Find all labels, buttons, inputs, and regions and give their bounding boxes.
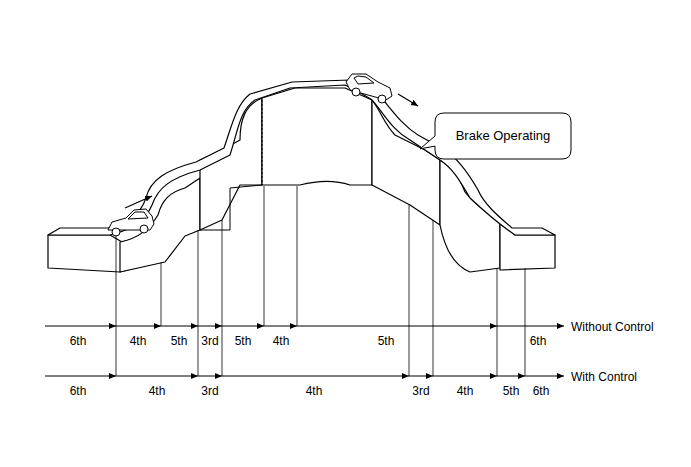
gear-label: 6th	[532, 384, 551, 398]
motion-arrow	[398, 94, 418, 106]
row-title: Without Control	[570, 320, 655, 334]
car-icon	[108, 209, 154, 236]
callout-bubble: Brake Operating	[435, 113, 571, 159]
callout-shape	[420, 113, 571, 159]
gear-label: 5th	[234, 334, 253, 348]
timeline-arrow	[45, 326, 564, 376]
gear-label: 4th	[129, 334, 148, 348]
gear-label: 6th	[69, 334, 88, 348]
gear-label: 3rd	[411, 384, 430, 398]
gear-label: 6th	[529, 334, 548, 348]
gear-label: 5th	[377, 334, 396, 348]
gear-label: 6th	[69, 384, 88, 398]
gear-label: 5th	[502, 384, 521, 398]
road-edge	[200, 185, 262, 230]
guide-line	[116, 186, 525, 376]
callout-text: Brake Operating	[456, 128, 551, 144]
gear-label: 4th	[148, 384, 167, 398]
gear-label: 3rd	[200, 384, 219, 398]
car-icon	[346, 74, 392, 103]
road-edge	[262, 100, 263, 185]
gear-label: 5th	[170, 334, 189, 348]
gear-label: 4th	[305, 384, 324, 398]
row-title: With Control	[570, 370, 638, 384]
gear-label: 3rd	[200, 334, 219, 348]
gear-label: 4th	[456, 384, 475, 398]
gear-label: 4th	[272, 334, 291, 348]
motion-arrow	[125, 196, 152, 208]
